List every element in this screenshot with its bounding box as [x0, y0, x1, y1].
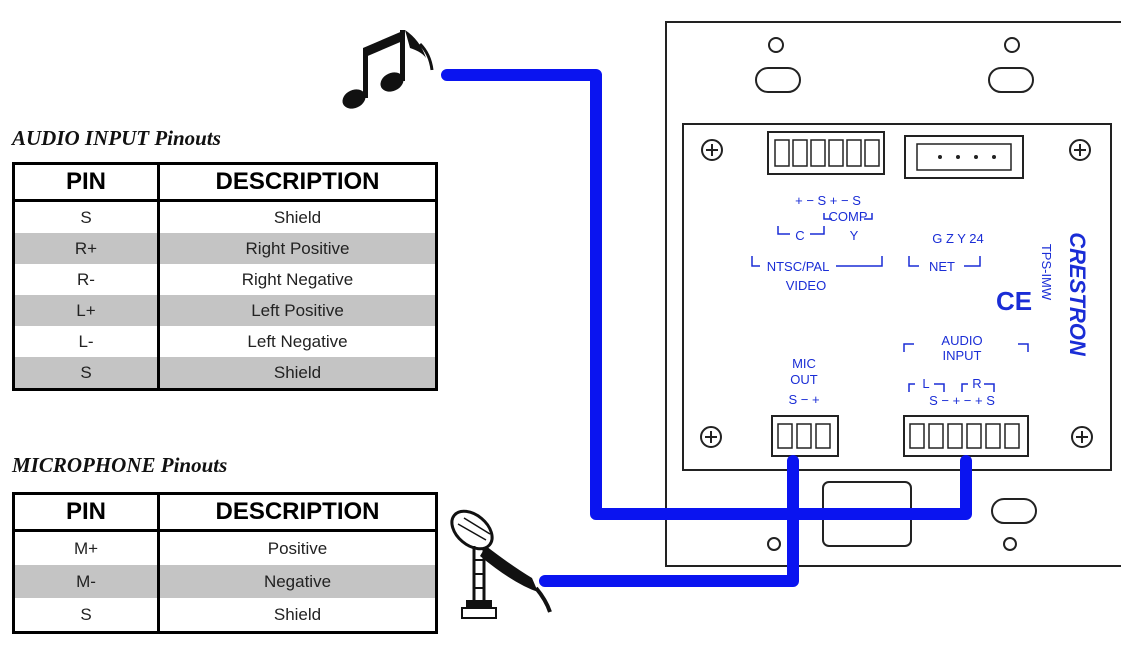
table-header-row: PIN DESCRIPTION: [13, 493, 437, 532]
mounting-slot: [755, 67, 801, 93]
mounting-hole: [1003, 537, 1017, 551]
microphone-cable: [539, 455, 799, 587]
pin-column-header: PIN: [13, 493, 160, 532]
music-notes-icon: [342, 30, 434, 109]
y-label: Y: [850, 228, 859, 243]
audio-input-cable: [441, 69, 972, 520]
r-label: R: [972, 376, 981, 391]
input-label: INPUT: [943, 348, 982, 363]
mic-label: MIC: [792, 356, 816, 371]
mounting-hole: [1004, 37, 1020, 53]
audio-input-terminal-block: [903, 415, 1029, 457]
table-row: L- Left Negative: [13, 326, 437, 357]
video-label: VIDEO: [786, 278, 826, 293]
pin-cell: S: [13, 357, 160, 390]
video-terminal-block: [767, 131, 885, 175]
description-cell: Positive: [267, 538, 328, 558]
description-cell: Left Positive: [158, 295, 437, 326]
table-header-row: PIN DESCRIPTION: [13, 163, 437, 202]
ntsc-pal-label: NTSC/PAL: [767, 259, 830, 274]
mic-pin-labels: S − +: [788, 392, 819, 407]
table-row: M+ Positive: [13, 530, 437, 565]
pin-column-header: PIN: [13, 163, 160, 202]
description-column-header: DESCRIPTION: [158, 163, 437, 202]
screw-icon: [700, 426, 722, 448]
audio-pinouts-title: AUDIO INPUT Pinouts: [12, 126, 221, 150]
table-row: M-Negative: [13, 565, 437, 598]
c-label: C: [795, 228, 804, 243]
mounting-hole: [768, 37, 784, 53]
net-connector: [904, 135, 1024, 179]
description-cell: Right Positive: [158, 233, 437, 264]
table-row: S Shield: [13, 598, 437, 633]
pin-cell: M-: [13, 565, 160, 598]
mounting-slot: [988, 67, 1034, 93]
pin-cell: R+: [13, 233, 160, 264]
model-label: TPS-IMW: [1039, 244, 1054, 301]
pin-cell: S: [13, 200, 160, 233]
description-cell: Shield: [273, 207, 322, 227]
microphone-icon: [450, 509, 552, 619]
description-column-header: DESCRIPTION: [158, 493, 437, 532]
pin-cell: L-: [13, 326, 160, 357]
description-cell: Shield: [158, 357, 437, 390]
l-label: L: [922, 376, 929, 391]
label-brackets: [751, 213, 1029, 392]
video-pin-labels: + − S + − S: [795, 193, 861, 208]
table-row: S Shield: [13, 200, 437, 233]
pin-cell: S: [13, 598, 160, 633]
mic-out-terminal-block: [771, 415, 839, 457]
table-row: L+Left Positive: [13, 295, 437, 326]
wall-plate: [665, 21, 1121, 567]
net-label: NET: [929, 259, 955, 274]
description-cell: Shield: [273, 604, 322, 624]
pin-cell: L+: [13, 295, 160, 326]
description-cell: Negative: [158, 565, 437, 598]
pin-cell: R-: [13, 264, 160, 295]
description-cell: Left Negative: [247, 331, 348, 351]
pin-cell: M+: [13, 530, 160, 565]
ce-mark: CE: [996, 286, 1032, 316]
screw-icon: [701, 139, 723, 161]
audio-pin-labels: S − + − + S: [929, 393, 995, 408]
mounting-hole: [767, 537, 781, 551]
microphone-pinouts-title: MICROPHONE Pinouts: [12, 453, 228, 477]
out-label: OUT: [790, 372, 818, 387]
description-cell: Right Negative: [241, 269, 354, 289]
table-row: R+Right Positive: [13, 233, 437, 264]
comp-label: COMP: [829, 209, 868, 224]
module-panel: + − S + − S COMP C Y NTSC/PAL VIDEO G Z …: [682, 123, 1112, 471]
net-pin-labels: G Z Y 24: [932, 231, 984, 246]
table-row: R- Right Negative: [13, 264, 437, 295]
screw-icon: [1069, 139, 1091, 161]
audio-label: AUDIO: [941, 333, 982, 348]
brand-label: CRESTRON: [1065, 232, 1090, 357]
mounting-slot: [991, 498, 1037, 524]
screw-icon: [1071, 426, 1093, 448]
